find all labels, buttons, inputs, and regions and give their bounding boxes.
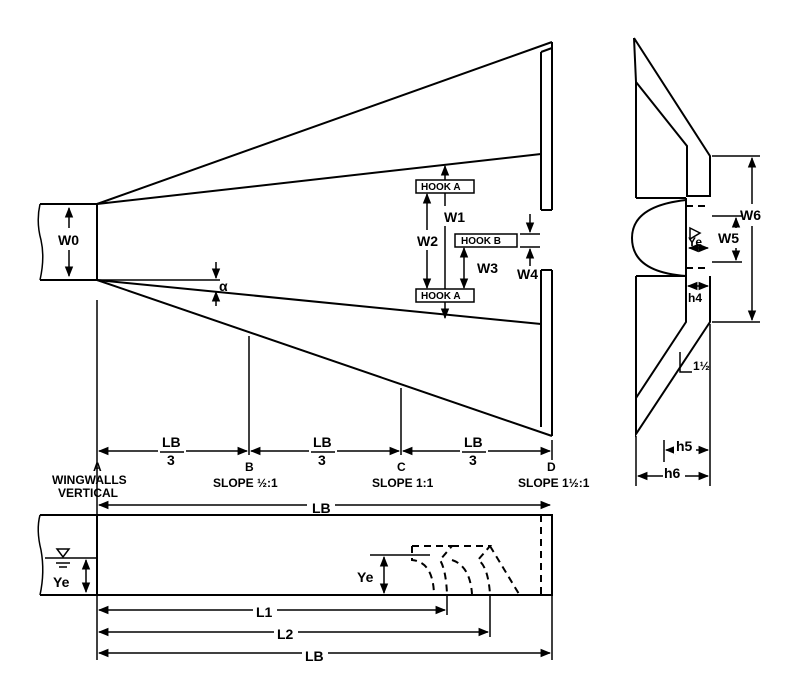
l1-label: L1 xyxy=(256,604,273,620)
lb3-label-1: LB 3 xyxy=(160,434,184,468)
slope-d-label: SLOPE 1½:1 xyxy=(518,476,590,490)
hook-a-top xyxy=(415,179,475,194)
w4-label: W4 xyxy=(517,266,538,282)
w1-label: W1 xyxy=(444,209,465,225)
slope-label: 1½ xyxy=(693,359,710,373)
hook-a-dashed-inner xyxy=(411,546,435,595)
slope-c-label: SLOPE 1:1 xyxy=(372,476,434,490)
approach-break-line xyxy=(37,203,44,281)
w6-label: W6 xyxy=(740,207,761,223)
svg-text:3: 3 xyxy=(469,452,477,468)
lb3-label-3: LB 3 xyxy=(462,434,486,468)
w5-label: W5 xyxy=(718,230,739,246)
svg-text:3: 3 xyxy=(167,452,175,468)
hook-b xyxy=(454,233,518,248)
inner-line-bottom xyxy=(96,279,542,325)
hook-a-dashed xyxy=(412,545,455,595)
w2-label: W2 xyxy=(417,233,438,249)
svg-text:3: 3 xyxy=(318,452,326,468)
lb-label-top: LB xyxy=(312,500,331,516)
h6-label: h6 xyxy=(664,465,681,481)
profile-view: Ye Ye L1 L2 LB xyxy=(37,514,553,664)
alpha-label: α xyxy=(219,278,228,294)
wingwall-top xyxy=(96,41,553,205)
water-triangle xyxy=(689,226,702,241)
vertical-label: VERTICAL xyxy=(58,486,118,500)
water-surface-symbol xyxy=(55,548,71,559)
svg-text:LB: LB xyxy=(313,434,332,450)
end-wall-top-d xyxy=(540,47,553,53)
slope-triangle xyxy=(679,352,692,373)
w3-label: W3 xyxy=(477,260,498,276)
ye-big-label: Ye xyxy=(357,569,374,585)
ye-section-label: Ye xyxy=(688,235,702,249)
section-upper-wall xyxy=(633,37,711,197)
point-a-label: A xyxy=(93,460,102,474)
lb-label-bottom: LB xyxy=(305,648,324,664)
h5-label: h5 xyxy=(676,438,693,454)
plan-dimensions: LB 3 LB 3 LB 3 A B C D WINGWALLS VERTICA… xyxy=(52,300,590,660)
plan-view: W0 α HOOK A HOOK A HOOK B W1 W2 W3 W4 xyxy=(37,41,553,455)
inner-line-top xyxy=(96,153,542,205)
ye-small-label: Ye xyxy=(53,574,70,590)
point-c-label: C xyxy=(397,460,406,474)
hook-a-top-label: HOOK A xyxy=(421,182,461,193)
w0-label: W0 xyxy=(58,232,79,248)
h4-label: h4 xyxy=(688,291,702,305)
slope-dashed xyxy=(489,545,520,595)
wingwalls-label: WINGWALLS xyxy=(52,473,127,487)
hook-b-label: HOOK B xyxy=(461,236,501,247)
wingwall-bottom xyxy=(96,279,553,437)
point-b-label: B xyxy=(245,460,254,474)
section-view: Ye W6 W5 h4 1½ h5 h6 xyxy=(630,37,766,486)
hook-b-dashed-inner xyxy=(451,559,473,595)
lb3-label-2: LB 3 xyxy=(311,434,335,468)
l2-label: L2 xyxy=(277,626,294,642)
approach-channel xyxy=(40,203,98,281)
hook-a-bottom xyxy=(415,288,475,303)
svg-text:LB: LB xyxy=(464,434,483,450)
slope-b-label: SLOPE ½:1 xyxy=(213,476,278,490)
hook-b-dashed xyxy=(452,545,493,595)
stilling-dome xyxy=(630,199,687,277)
svg-text:LB: LB xyxy=(162,434,181,450)
profile-channel xyxy=(40,514,553,596)
point-d-label: D xyxy=(547,460,556,474)
hook-a-bottom-label: HOOK A xyxy=(421,291,461,302)
